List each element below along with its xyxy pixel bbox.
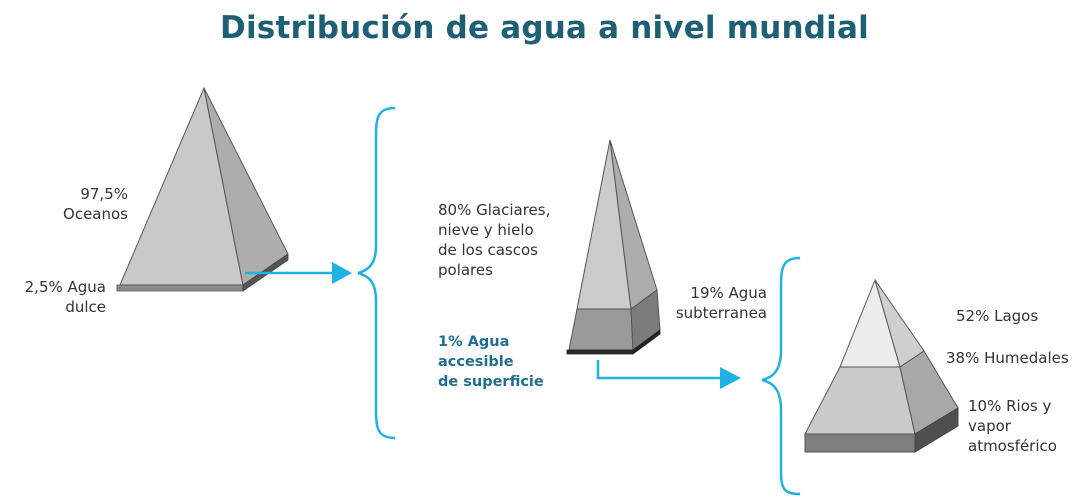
label-lakes-line-1: 52% Lagos bbox=[956, 307, 1039, 325]
pyramid-freshwater bbox=[566, 139, 661, 355]
pyramid-surface-water bbox=[804, 278, 959, 453]
brace-surface-water bbox=[761, 256, 801, 496]
label-freshwater-line-1: 2,5% Agua bbox=[24, 278, 106, 296]
label-lakes: 52% Lagos bbox=[956, 306, 1076, 326]
label-freshwater-line-2: dulce bbox=[65, 298, 106, 316]
brace-freshwater bbox=[357, 106, 396, 440]
pyramid-surface-rivers-face bbox=[804, 433, 916, 453]
pyramid-oceans bbox=[116, 86, 289, 292]
label-glaciers-line-4: polares bbox=[438, 261, 493, 279]
label-wetlands-line-1: 38% Humedales bbox=[946, 349, 1069, 367]
label-groundwater-line-2: subterranea bbox=[675, 304, 767, 322]
label-oceans: 97,5% Oceanos bbox=[40, 184, 128, 224]
arrow-freshwater bbox=[245, 262, 352, 284]
diagram-title: Distribución de agua a nivel mundial bbox=[220, 10, 869, 46]
label-oceans-line-2: Oceanos bbox=[63, 205, 128, 223]
label-rivers-line-3: atmosférico bbox=[968, 437, 1057, 455]
pyramid-freshwater-groundwater-face bbox=[568, 308, 634, 351]
label-freshwater: 2,5% Agua dulce bbox=[6, 277, 106, 317]
label-glaciers-line-2: nieve y hielo bbox=[438, 221, 534, 239]
pyramid-oceans-freshwater-band bbox=[116, 284, 244, 292]
label-wetlands: 38% Humedales bbox=[946, 348, 1086, 368]
label-groundwater-line-1: 19% Agua bbox=[690, 284, 767, 302]
pyramid-freshwater-surface-band-side bbox=[632, 329, 661, 355]
label-surface-water-line-3: de superficie bbox=[438, 374, 544, 390]
label-glaciers-line-3: de los cascos bbox=[438, 241, 538, 259]
label-rivers-line-2: vapor bbox=[968, 417, 1011, 435]
label-groundwater: 19% Agua subterranea bbox=[652, 283, 767, 323]
label-glaciers-line-1: 80% Glaciares, bbox=[438, 201, 551, 219]
label-surface-water-line-2: accesible bbox=[438, 354, 514, 370]
pyramid-surface-wetlands-face bbox=[804, 366, 916, 435]
label-surface-water-line-1: 1% Agua bbox=[438, 334, 510, 350]
pyramid-surface-rivers-side bbox=[914, 407, 959, 453]
label-surface-water: 1% Agua accesible de superficie bbox=[438, 332, 578, 392]
label-oceans-line-1: 97,5% bbox=[80, 185, 128, 203]
label-rivers-line-1: 10% Rios y bbox=[968, 397, 1052, 415]
arrow-surface-water bbox=[596, 360, 741, 389]
label-glaciers: 80% Glaciares, nieve y hielo de los casc… bbox=[438, 200, 578, 280]
label-rivers: 10% Rios y vapor atmosférico bbox=[968, 396, 1083, 456]
